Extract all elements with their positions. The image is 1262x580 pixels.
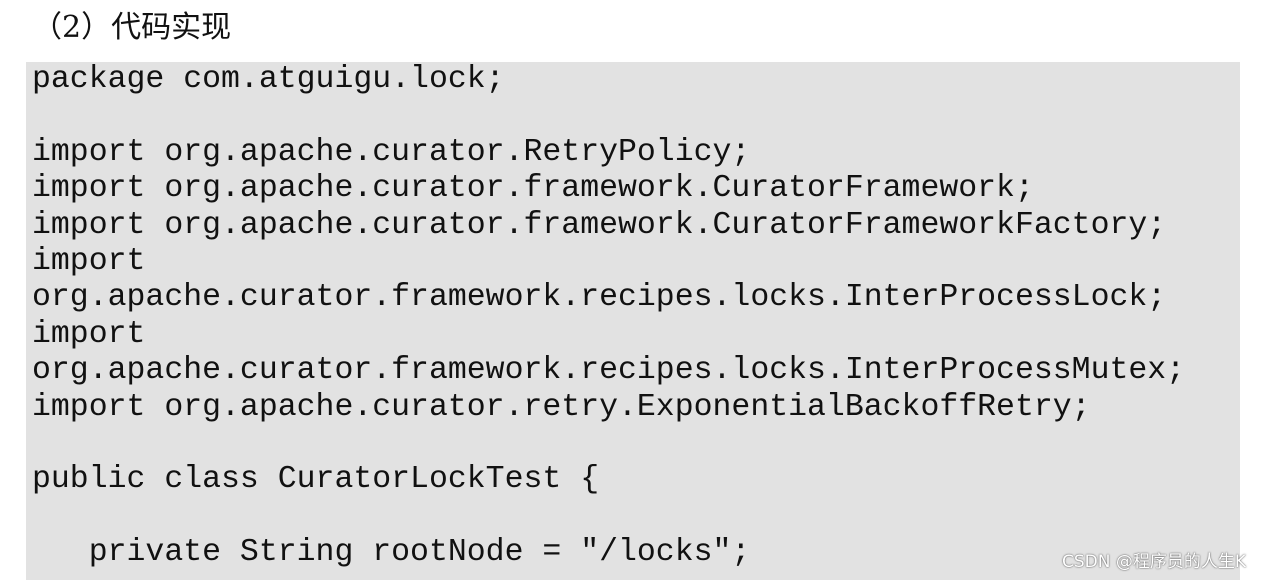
section-heading: （2）代码实现 [32, 10, 232, 45]
code-line [32, 426, 1185, 462]
code-line [32, 98, 1185, 134]
code-block: package com.atguigu.lock; import org.apa… [26, 62, 1240, 580]
code-line: private String rootNode = "/locks"; [32, 535, 751, 571]
code-line: org.apache.curator.framework.recipes.loc… [32, 353, 1186, 389]
code-line: import [32, 316, 146, 352]
code-line: import org.apache.curator.RetryPolicy; [32, 134, 751, 170]
code-line: import org.apache.curator.retry.Exponent… [32, 389, 1091, 425]
code-line: import org.apache.curator.framework.Cura… [32, 207, 1167, 243]
code-line [32, 499, 1185, 535]
watermark: CSDN @程序员的人生K [1061, 552, 1246, 572]
code-line: public class CuratorLockTest { [32, 462, 600, 498]
code-lines: package com.atguigu.lock; import org.apa… [32, 62, 1185, 571]
code-line: import org.apache.curator.framework.Cura… [32, 171, 1034, 207]
code-line: package com.atguigu.lock; [32, 62, 505, 97]
code-line: org.apache.curator.framework.recipes.loc… [32, 280, 1167, 316]
code-line: import [32, 243, 146, 279]
